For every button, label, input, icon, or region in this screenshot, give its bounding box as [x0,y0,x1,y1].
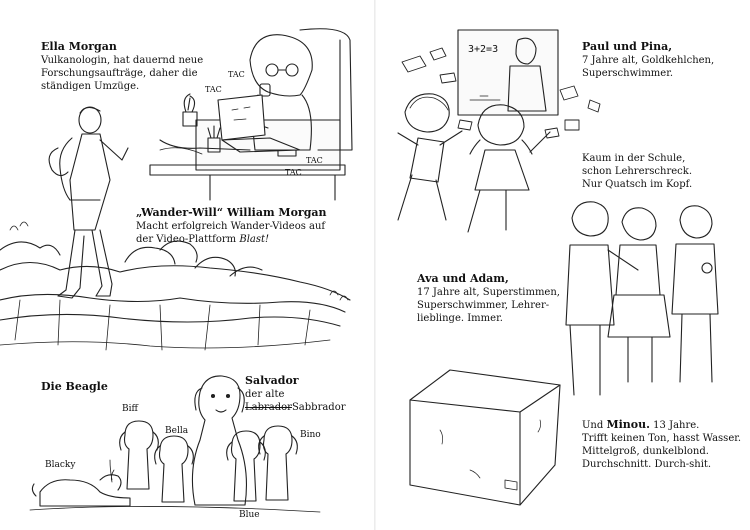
ava-adam-caption: Ava und Adam, 17 Jahre alt, Superstimmen… [417,272,577,325]
dog-name-biff: Biff [122,404,138,414]
beagles-title: Die Beagle [41,380,108,393]
paul-pina-name: Paul und Pina, [582,40,673,53]
minou-line: Trifft keinen Ton, hasst Wasser. [582,433,742,444]
ella-name: Ella Morgan [41,40,117,53]
school-line: Nur Quatsch im Kopf. [582,179,693,190]
kids-running-illustration [397,93,551,233]
dog-name-bino: Bino [300,430,321,440]
cardboard-box-illustration [409,369,561,506]
dog-name-bella: Bella [165,426,189,436]
minou-prefix: Und [582,420,607,431]
ella-line: Vulkanologin, hat dauernd neue [41,55,204,66]
tac-label: TAC [228,70,245,79]
minou-age: 13 Jahre. [649,420,700,431]
minou-line: Durchschnitt. Durch-shit. [582,459,712,470]
tac-label: TAC [285,168,302,177]
ella-line: ständigen Umzüge. [41,81,140,92]
ava-adam-line: Superschwimmer, Lehrer- [417,300,550,311]
paul-pina-caption: Paul und Pina, 7 Jahre alt, Goldkehlchen… [582,40,742,80]
hiker-illustration [48,106,129,299]
paul-pina-line: Superschwimmer. [582,68,674,79]
tac-label: TAC [306,156,323,165]
will-line: der Video-Plattform [136,234,240,245]
cliff-illustration [0,221,351,351]
dog-name-blacky: Blacky [45,460,76,470]
minou-line: Mittelgroß, dunkelblond. [582,446,709,457]
school-line: schon Lehrerschreck. [582,166,692,177]
ava-adam-line: lieblinge. Immer. [417,313,503,324]
school-caption: Kaum in der Schule, schon Lehrerschreck.… [582,152,742,191]
salvador-caption: Salvador der alte LabradorSabbrador [245,374,355,414]
salvador-suffix: Sabbrador [291,402,346,413]
school-line: Kaum in der Schule, [582,153,686,164]
ella-caption: Ella Morgan Vulkanologin, hat dauernd ne… [41,40,211,93]
chalkboard-text: 3+2=3 [468,44,499,55]
salvador-line: der alte [245,389,285,400]
ava-adam-line: 17 Jahre alt, Superstimmen, [417,287,560,298]
minou-name: Minou. [606,418,650,431]
ava-adam-name: Ava und Adam, [417,272,509,285]
salvador-name: Salvador [245,374,299,387]
tac-label: TAC [205,85,222,94]
teens-illustration [565,201,719,396]
desk-illustration [149,28,353,201]
will-line: Macht erfolgreich Wander-Videos auf [136,221,326,232]
will-caption: „Wander-Will“ William Morgan Macht erfol… [136,206,356,246]
will-name: „Wander-Will“ William Morgan [136,206,327,219]
dog-name-blue: Blue [239,510,260,520]
blast-platform: Blast! [239,234,270,245]
salvador-struck-word: Labrador [245,402,292,413]
minou-caption: Und Minou. 13 Jahre. Trifft keinen Ton, … [582,418,742,471]
ella-line: Forschungsaufträge, daher die [41,68,198,79]
paul-pina-line: 7 Jahre alt, Goldkehlchen, [582,55,715,66]
page-gutter [374,0,376,530]
dogs-illustration [29,375,321,513]
